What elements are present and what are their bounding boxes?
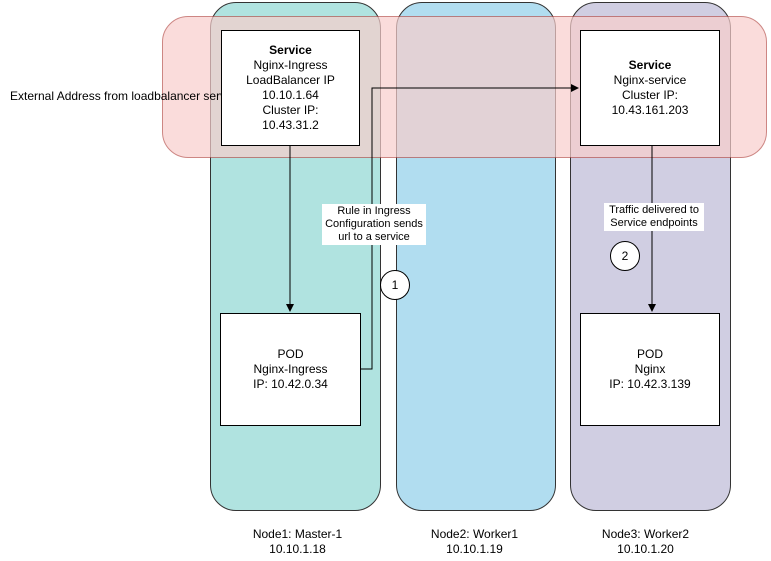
nginx-service-title: Service (628, 58, 672, 72)
nginx-pod-line: POD (636, 347, 663, 361)
ingress-rule-line: Rule in Ingress (337, 205, 411, 217)
nginx-pod-box: POD Nginx IP: 10.42.3.139 (580, 313, 720, 426)
nginx-service-line: 10.43.161.203 (611, 103, 689, 117)
nginx-pod-line: IP: 10.42.3.139 (609, 377, 691, 391)
nginx-pod-line: Nginx (634, 362, 666, 376)
node3-caption: Node3: Worker2 10.10.1.20 (583, 527, 708, 557)
ingress-service-line: LoadBalancer IP (246, 73, 335, 87)
ingress-service-line: Cluster IP: (262, 103, 319, 117)
node2-caption: Node2: Worker1 10.10.1.19 (412, 527, 537, 557)
node2-ip: 10.10.1.19 (446, 542, 503, 556)
ingress-pod-box: POD Nginx-Ingress IP: 10.42.0.34 (220, 313, 361, 426)
node1-ip: 10.10.1.18 (269, 542, 326, 556)
ingress-service-title: Service (269, 43, 312, 57)
ingress-service-line: 10.10.1.64 (262, 88, 319, 102)
external-address-label: External Address from loadbalancer servi… (10, 89, 242, 103)
node3-name: Node3: Worker2 (601, 527, 690, 541)
nginx-service-box: Service Nginx-service Cluster IP: 10.43.… (580, 30, 720, 146)
ingress-service-box: Service Nginx-Ingress LoadBalancer IP 10… (221, 30, 360, 146)
ingress-service-line: Nginx-Ingress (253, 58, 328, 72)
step-2-marker: 2 (610, 241, 640, 271)
node1-caption: Node1: Master-1 10.10.1.18 (235, 527, 360, 557)
ingress-pod-line: POD (277, 347, 304, 361)
step-1-marker: 1 (380, 270, 410, 300)
ingress-service-line: 10.43.31.2 (262, 118, 319, 132)
ingress-pod-line: Nginx-Ingress (253, 362, 328, 376)
traffic-delivered-line: Traffic delivered to (609, 204, 699, 216)
ingress-rule-line: Configuration sends (325, 218, 423, 230)
ingress-pod-line: IP: 10.42.0.34 (253, 377, 328, 391)
ingress-rule-label: Rule in Ingress Configuration sends url … (322, 204, 426, 245)
ingress-rule-line: url to a service (338, 231, 410, 243)
node1-name: Node1: Master-1 (252, 527, 343, 541)
nginx-service-line: Nginx-service (613, 73, 687, 87)
traffic-delivered-label: Traffic delivered to Service endpoints (604, 203, 704, 231)
traffic-delivered-line: Service endpoints (610, 217, 698, 229)
nginx-service-line: Cluster IP: (621, 88, 678, 102)
node3-ip: 10.10.1.20 (617, 542, 674, 556)
node2-name: Node2: Worker1 (430, 527, 519, 541)
